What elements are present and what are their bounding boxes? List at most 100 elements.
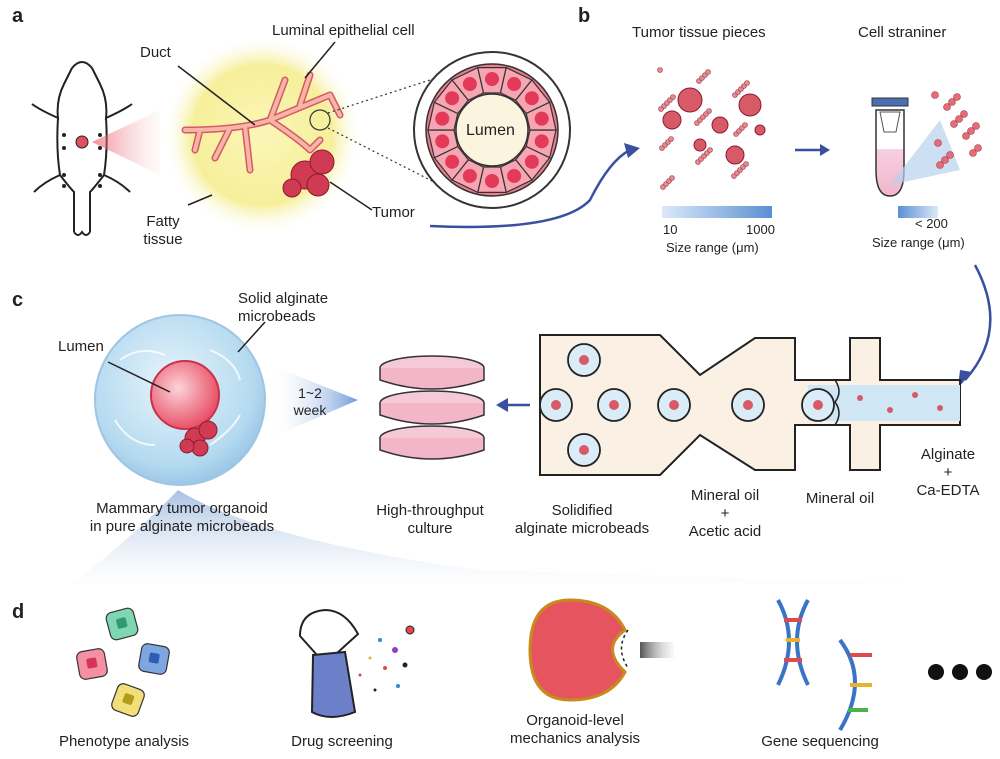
- tumor-pointer: [329, 181, 373, 211]
- culture-line-1: High-throughput: [376, 502, 484, 519]
- fatty-pointer: [187, 194, 213, 206]
- tissue-piece: [693, 138, 707, 152]
- dna-helix-icon: [776, 599, 872, 732]
- channel-cell: [887, 407, 893, 413]
- cell-nucleus: [462, 168, 477, 183]
- filtered-cell: [943, 103, 951, 111]
- fatty-line-2: tissue: [143, 231, 183, 248]
- alginate-label: Alginate + Ca-EDTA: [916, 446, 979, 500]
- mechanics-line-1: Organoid-level: [526, 712, 624, 729]
- range2-value: < 200: [915, 216, 948, 231]
- tissue-piece: [754, 124, 766, 136]
- channel-cell: [937, 405, 943, 411]
- organoid-lumen-ball: [150, 360, 220, 430]
- mechanics-line-2: mechanics analysis: [509, 730, 641, 747]
- mineral-acetic-line-2: +: [720, 505, 730, 522]
- cell-nucleus: [507, 77, 522, 92]
- organoid-line-2: in pure alginate microbeads: [89, 518, 275, 535]
- mouse-tumor: [75, 135, 89, 149]
- duct-pointer: [177, 65, 256, 126]
- organoid-label: Mammary tumor organoid in pure alginate …: [90, 500, 274, 536]
- phenotype-cells-icon: [76, 607, 170, 717]
- range1-min: 10: [663, 222, 678, 237]
- filtered-cells: [931, 91, 982, 169]
- cell-strainer-title: Cell straniner: [858, 24, 947, 41]
- solidified-line-1: Solidified: [551, 502, 613, 519]
- mammary-duct-tree: [181, 71, 344, 174]
- drug-particles: [358, 625, 415, 692]
- solidified-line-2: alginate microbeads: [514, 520, 650, 537]
- cell-nucleus: [524, 154, 539, 169]
- size-range-bar-2: [898, 206, 938, 218]
- floor-glow: [70, 490, 960, 585]
- drug-capsule-icon: [298, 608, 360, 718]
- solid-beads-line-2: microbeads: [238, 308, 316, 325]
- channel-cell: [912, 392, 918, 398]
- mouse-illustration: [31, 61, 133, 236]
- encapsulated-cells: [609, 400, 619, 410]
- filtered-cell: [972, 122, 980, 130]
- tissue-fragment: [668, 136, 674, 142]
- cell-nucleus: [534, 111, 549, 126]
- beads-pointer: [237, 321, 266, 353]
- cell-nucleus: [445, 154, 460, 169]
- filtered-cell: [967, 127, 975, 135]
- culture-label: High-throughput culture: [376, 502, 484, 538]
- tissue-piece: [662, 110, 682, 130]
- solid-beads-line-1: Solid alginate: [238, 290, 329, 307]
- duration-line-1: 1~2: [298, 385, 322, 401]
- tissue-piece: [738, 93, 762, 117]
- drug-label: Drug screening: [291, 733, 393, 750]
- tissue-piece: [711, 116, 729, 134]
- mechanics-organoid-icon: [528, 598, 674, 702]
- mineral-acetic-label: Mineral oil + Acetic acid: [689, 487, 762, 541]
- tissue-pieces-title: Tumor tissue pieces: [632, 24, 766, 41]
- encapsulated-cells: [669, 400, 679, 410]
- tissue-fragment: [670, 94, 676, 100]
- panel-label-c: c: [12, 289, 24, 311]
- filtered-cell: [936, 161, 944, 169]
- tissue-piece: [677, 87, 703, 113]
- size-range-bar-1: [662, 206, 772, 218]
- flow-arrowhead-c: [496, 398, 508, 412]
- filtered-cell: [960, 110, 968, 118]
- alginate-line-1: Alginate: [920, 446, 976, 463]
- tissue-fragment: [742, 122, 748, 128]
- duration-label: 1~2 week: [294, 385, 327, 419]
- filtered-cell: [941, 156, 949, 164]
- alginate-line-2: +: [943, 464, 953, 481]
- tissue-fragment: [707, 147, 713, 153]
- encapsulated-cells: [579, 445, 589, 455]
- tissue-fragment: [705, 69, 711, 75]
- luminal-cell-label: Luminal epithelial cell: [272, 22, 415, 39]
- encapsulated-cells: [579, 355, 589, 365]
- solidified-label: Solidified alginate microbeads: [515, 502, 649, 538]
- tissue-fragment: [657, 67, 663, 73]
- filtered-cell: [953, 93, 961, 101]
- cell-nucleus: [534, 134, 549, 149]
- tissue-fragment: [669, 175, 675, 181]
- filtered-cell: [950, 120, 958, 128]
- tumor-tissue-pieces: [657, 67, 766, 190]
- flow-arrowhead-b1: [820, 144, 830, 156]
- microfluidic-droplets: [539, 343, 943, 467]
- cell-nucleus: [507, 168, 522, 183]
- tumor-label: Tumor: [372, 204, 415, 221]
- mineral-oil-label: Mineral oil: [805, 490, 875, 507]
- tissue-fragment: [743, 161, 749, 167]
- luminal-pointer: [304, 41, 336, 79]
- cell-nucleus: [435, 134, 450, 149]
- cell-nucleus: [524, 91, 539, 106]
- gene-label: Gene sequencing: [761, 733, 879, 750]
- lumen-label-c: Lumen: [58, 338, 104, 355]
- panel-label-b: b: [578, 5, 591, 27]
- week-beam: [270, 365, 358, 438]
- more-dot-2: [952, 664, 968, 680]
- flow-arrow-b-c: [964, 264, 992, 381]
- mechanics-label: Organoid-level mechanics analysis: [510, 712, 640, 748]
- lumen-pointer-c: [107, 361, 171, 393]
- alginate-line-3: Ca-EDTA: [916, 482, 980, 499]
- filtered-cell: [946, 151, 954, 159]
- filtered-cell: [931, 91, 939, 99]
